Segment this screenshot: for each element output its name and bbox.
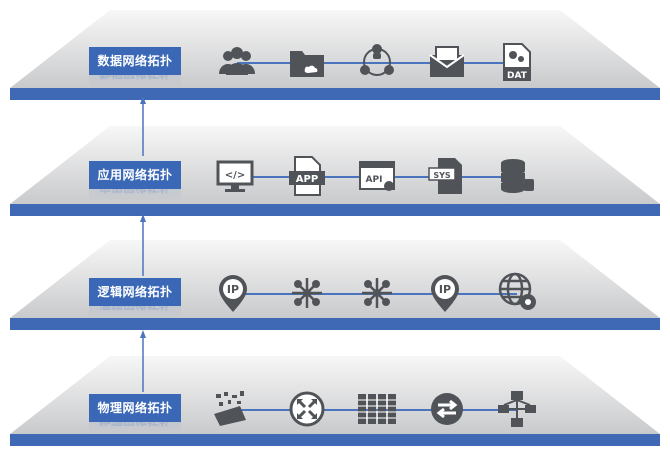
code-monitor-icon: </> bbox=[214, 155, 256, 197]
layer-logical-topology: 逻辑网络拓扑 逻辑网络拓扑 IP IP bbox=[0, 230, 670, 335]
layer-data-topology: 数据网络拓扑 数据网络拓扑 DAT bbox=[0, 0, 670, 105]
svg-text:</>: </> bbox=[225, 170, 245, 181]
ip-pin-icon: IP bbox=[212, 272, 254, 314]
hub-node-icon bbox=[356, 272, 398, 314]
router-icon bbox=[286, 388, 328, 430]
users-group-icon bbox=[216, 41, 258, 83]
globe-shield-icon bbox=[496, 270, 538, 312]
layer-title-reflection: 逻辑网络拓扑 bbox=[89, 306, 181, 318]
svg-text:API: API bbox=[366, 175, 383, 185]
hub-node-icon bbox=[286, 272, 328, 314]
svg-text:IP: IP bbox=[227, 283, 239, 296]
laptop-scatter-icon bbox=[210, 388, 252, 430]
dat-file-icon: DAT bbox=[496, 41, 538, 83]
app-file-icon: APP bbox=[286, 155, 328, 197]
lan-topology-icon bbox=[496, 388, 538, 430]
arrow-up-icon bbox=[140, 330, 146, 392]
connector-line bbox=[237, 62, 517, 64]
layer-title: 数据网络拓扑 bbox=[89, 47, 181, 75]
switch-icon bbox=[426, 388, 468, 430]
svg-text:DAT: DAT bbox=[507, 71, 528, 81]
layer-title-reflection: 应用网络拓扑 bbox=[89, 189, 181, 201]
arrow-up-icon bbox=[140, 214, 146, 276]
arrow-up-icon bbox=[140, 96, 146, 156]
layer-title: 物理网络拓扑 bbox=[89, 394, 181, 422]
database-icon bbox=[496, 155, 538, 197]
ip-pin-icon: IP bbox=[424, 272, 466, 314]
layer-title-reflection: 数据网络拓扑 bbox=[89, 75, 181, 87]
mail-icon bbox=[426, 41, 468, 83]
svg-text:APP: APP bbox=[296, 174, 318, 185]
svg-text:IP: IP bbox=[439, 283, 451, 296]
connector-line bbox=[237, 409, 517, 411]
layer-title: 逻辑网络拓扑 bbox=[89, 278, 181, 306]
network-people-icon bbox=[356, 41, 398, 83]
svg-text:SYS: SYS bbox=[433, 171, 451, 180]
layer-physical-topology: 物理网络拓扑 物理网络拓扑 bbox=[0, 346, 670, 451]
server-rack-icon bbox=[356, 388, 398, 430]
api-window-icon: API bbox=[356, 155, 398, 197]
layer-title: 应用网络拓扑 bbox=[89, 161, 181, 189]
layer-title-reflection: 物理网络拓扑 bbox=[89, 422, 181, 434]
sys-file-icon: SYS bbox=[426, 155, 468, 197]
cloud-folder-icon bbox=[286, 41, 328, 83]
layer-application-topology: 应用网络拓扑 应用网络拓扑 </> APP API SYS bbox=[0, 116, 670, 221]
